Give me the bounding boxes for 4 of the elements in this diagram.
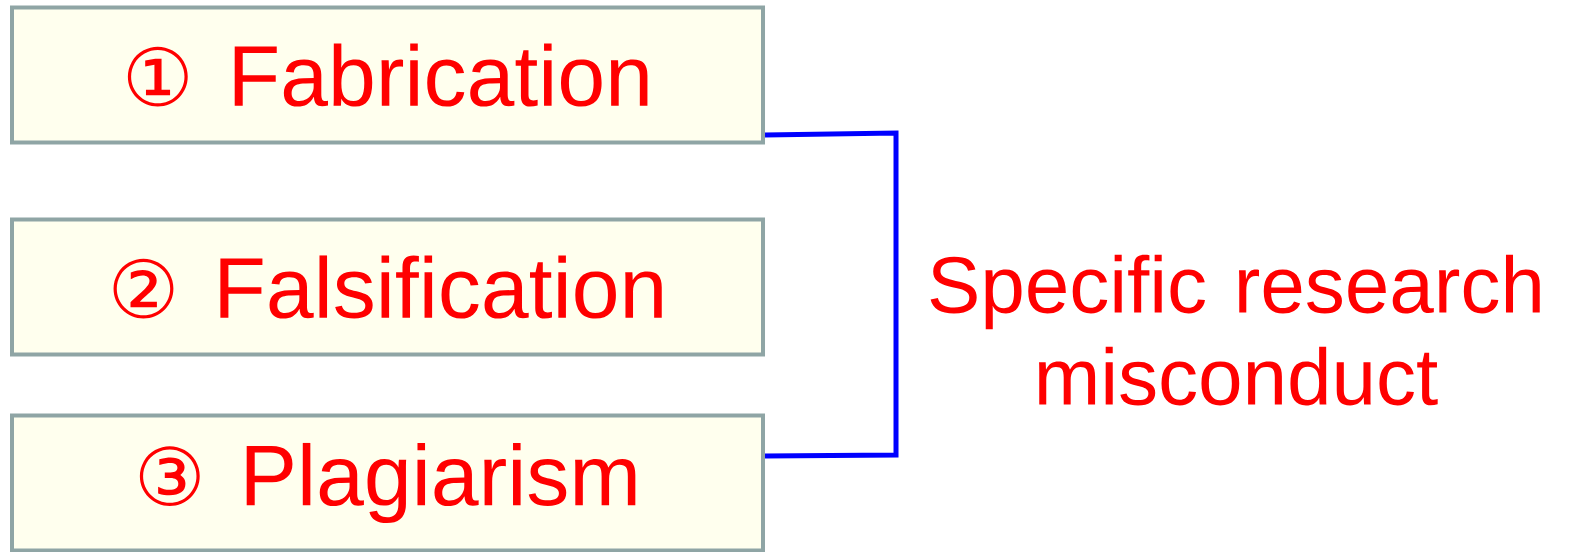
bracket-label: Specific research misconduct [930, 254, 1540, 406]
term-box: ② Falsification [10, 217, 765, 357]
term-box: ③ Plagiarism [10, 413, 765, 552]
term-box: ① Fabrication [10, 5, 765, 145]
